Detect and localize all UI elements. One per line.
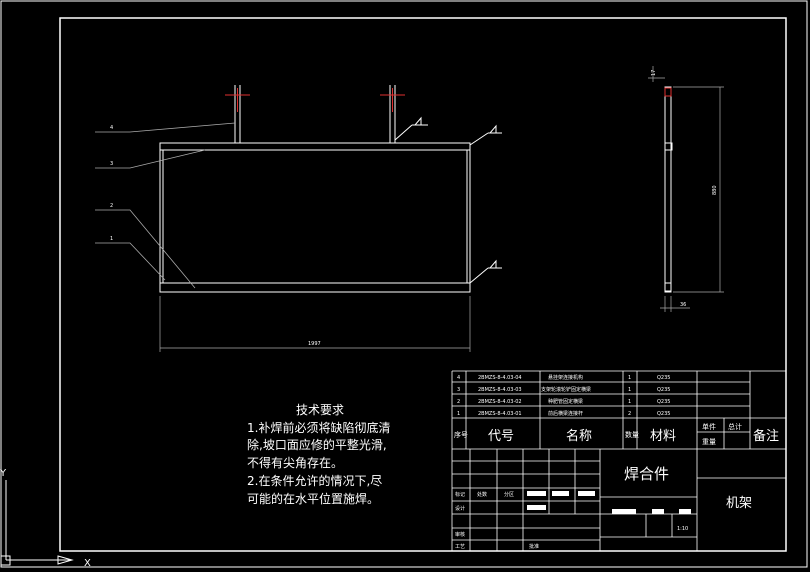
bom-cell: 前后横梁连接杆 bbox=[548, 410, 583, 417]
callout-label: 4 bbox=[110, 125, 113, 131]
callout-label: 3 bbox=[110, 161, 113, 167]
bom-cell: Q235 bbox=[657, 375, 670, 381]
bom-cell: 悬挂架连接机构 bbox=[548, 374, 583, 381]
front-view[interactable]: 4 3 2 1 1997 bbox=[95, 85, 502, 352]
bom-header: 代号 bbox=[488, 429, 514, 444]
sheet-inner-border bbox=[59, 17, 787, 552]
filled-cell bbox=[679, 509, 691, 514]
frame-outer bbox=[159, 142, 471, 293]
ucs-x-label: X bbox=[84, 558, 91, 569]
bom-cell: 2BMZS-8-4.03-03 bbox=[478, 387, 522, 393]
title-block-fills bbox=[527, 491, 691, 514]
tech-req-line: 除,坡口面应修的平整光滑, bbox=[247, 437, 387, 452]
side-clip-bottom bbox=[664, 282, 672, 292]
tb-label: 标记 bbox=[455, 491, 465, 498]
bom-header: 材料 bbox=[650, 429, 676, 444]
bom-header: 序号 bbox=[454, 430, 468, 439]
filled-cell bbox=[552, 491, 569, 496]
tech-req-line: 可能的在水平位置施焊。 bbox=[247, 491, 379, 506]
side-view[interactable]: 880 36 17 bbox=[648, 66, 724, 312]
tb-label: 审核 bbox=[455, 531, 465, 538]
bom-cell: Q235 bbox=[657, 399, 670, 405]
filled-cell bbox=[652, 509, 664, 514]
tb-label: 处数 bbox=[477, 491, 487, 498]
ucs-y-label: Y bbox=[0, 468, 7, 479]
tech-req-title: 技术要求 bbox=[296, 403, 344, 417]
bom-cell: 2BMZS-8-4.03-01 bbox=[478, 411, 522, 417]
bom-cell: 2 bbox=[457, 399, 460, 405]
product-title: 焊合件 bbox=[624, 465, 669, 483]
ucs-icon bbox=[0, 480, 74, 566]
weld-symbol-icon bbox=[394, 116, 502, 284]
bom-cell: 3 bbox=[457, 387, 460, 393]
side-dimensions bbox=[648, 66, 724, 312]
side-top-label: 17 bbox=[651, 70, 657, 76]
callout-leaders bbox=[95, 122, 236, 289]
side-height-label: 880 bbox=[712, 185, 718, 195]
bom-header: 总计 bbox=[728, 422, 742, 431]
bom-cell: 1 bbox=[628, 399, 631, 405]
bom-rows: 4 2BMZS-8-4.03-04 悬挂架连接机构 1 Q235 3 2BMZS… bbox=[454, 374, 779, 446]
callout-label: 1 bbox=[110, 236, 113, 242]
bom-header: 重量 bbox=[702, 438, 716, 446]
tb-label: 设计 bbox=[455, 505, 465, 512]
tech-req-line: 不得有尖角存在。 bbox=[247, 455, 343, 470]
bom-cell: 2 bbox=[628, 411, 631, 417]
bom-cell: 1 bbox=[457, 411, 460, 417]
side-width-label: 36 bbox=[680, 302, 686, 308]
bom-cell: 种肥管固定横梁 bbox=[548, 398, 583, 405]
width-dimension bbox=[159, 296, 471, 352]
bom-cell: Q235 bbox=[657, 411, 670, 417]
bom-cell: 1 bbox=[628, 387, 631, 393]
bom-header: 备注 bbox=[753, 428, 779, 444]
filled-cell bbox=[578, 491, 595, 496]
bom-header: 数量 bbox=[625, 430, 639, 439]
bom-cell: 2BMZS-8-4.03-02 bbox=[478, 399, 522, 405]
title-block[interactable] bbox=[452, 449, 786, 551]
bom-cell: 2BMZS-8-4.03-04 bbox=[478, 375, 522, 381]
bom-cell: Q235 bbox=[657, 387, 670, 393]
filled-cell bbox=[527, 505, 546, 510]
bom-header: 名称 bbox=[566, 428, 592, 444]
tb-label: 批准 bbox=[529, 543, 539, 550]
filled-cell bbox=[612, 509, 636, 514]
drawing-name: 机架 bbox=[726, 496, 752, 511]
side-clip-top bbox=[664, 87, 672, 97]
tb-scale: 1:10 bbox=[677, 526, 688, 532]
bom-header: 单件 bbox=[702, 422, 716, 431]
bom-cell: 支架轮滚轮铲固定横梁 bbox=[541, 386, 591, 393]
tech-req-line: 1.补焊前必须将缺陷彻底清 bbox=[247, 420, 390, 435]
tb-label: 分区 bbox=[504, 491, 514, 498]
bom-cell: 4 bbox=[457, 375, 460, 381]
bill-of-materials[interactable] bbox=[451, 370, 786, 551]
callout-label: 2 bbox=[110, 203, 113, 209]
title-block-text: 焊合件 机架 标记 处数 分区 设计 审核 工艺 批准 1:10 bbox=[455, 465, 752, 550]
tb-label: 工艺 bbox=[455, 544, 465, 550]
bom-cell: 1 bbox=[628, 375, 631, 381]
technical-requirements: 技术要求 1.补焊前必须将缺陷彻底清 除,坡口面应修的平整光滑, 不得有尖角存在… bbox=[247, 403, 390, 506]
filled-cell bbox=[527, 491, 546, 496]
side-clip-mid bbox=[664, 142, 673, 151]
width-dimension-label: 1997 bbox=[308, 341, 321, 347]
tech-req-line: 2.在条件允许的情况下,尽 bbox=[247, 473, 382, 488]
side-member bbox=[664, 86, 672, 293]
